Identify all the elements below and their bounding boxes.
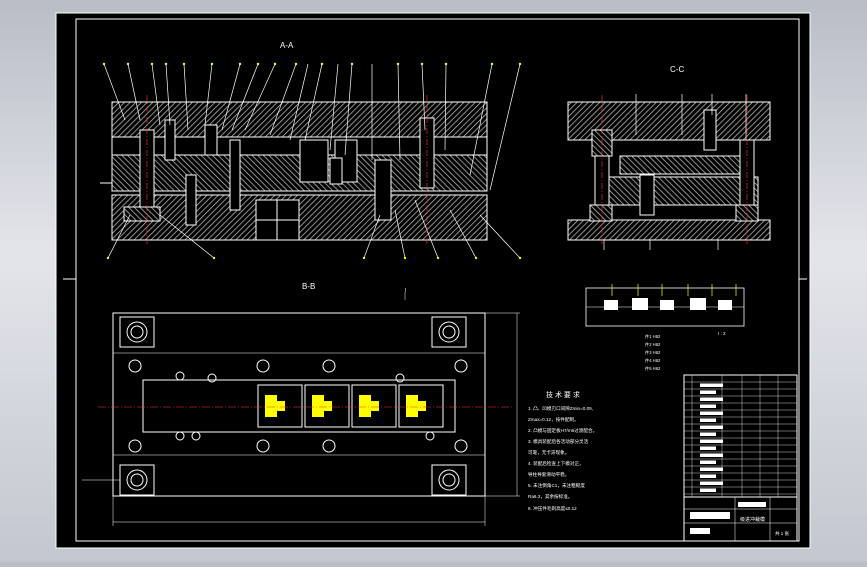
- punch-1: [164, 119, 176, 161]
- bb-strip-channel: [142, 379, 456, 433]
- sheet-count: 共 1 张: [775, 530, 790, 537]
- pin-1: [185, 174, 197, 226]
- parts-list-entry: [700, 446, 716, 450]
- part-label-4: 件4 H62: [645, 357, 661, 364]
- bb-guide-bushes: [119, 316, 467, 496]
- parts-list-entry: [700, 432, 716, 436]
- parts-list-entry: [700, 460, 716, 464]
- tech-line-7: 导柱导套滑动平稳。: [528, 471, 569, 478]
- cavity-1: [299, 139, 329, 183]
- parts-list-entry: [700, 467, 723, 471]
- title-block[interactable]: 级进冲裁模 共 1 张: [683, 496, 798, 542]
- part-label-2: 件2 H62: [645, 341, 661, 348]
- cc-lower-plate: [567, 219, 771, 241]
- parts-list-entries: [700, 383, 723, 492]
- tech-line-1: 1. 凸、凹模刃口间隙Zmin=0.09,: [528, 405, 593, 412]
- cc-base-left: [589, 204, 613, 222]
- parts-list-entry: [700, 439, 723, 443]
- bb-part-shapes: [265, 395, 426, 417]
- title-block-fill: [690, 502, 766, 534]
- parts-list-entry: [700, 425, 723, 429]
- tech-line-3: 2. 凸模与固定板H7/m6过渡配合。: [528, 427, 597, 434]
- tech-requirements: 技 术 要 求 1. 凸、凹模刃口间隙Zmin=0.09, Zmax=0.12，…: [528, 390, 597, 512]
- aa-leaders-bottom: [107, 199, 521, 259]
- cc-stripper: [619, 155, 751, 175]
- parts-list-entry: [700, 383, 723, 387]
- parts-list-entry: [700, 418, 716, 422]
- parts-list-entry: [700, 411, 723, 415]
- part-label-3: 件3 H62: [645, 349, 661, 356]
- drawing-frame: [75, 18, 800, 542]
- section-cc-view[interactable]: C-C: [567, 65, 771, 250]
- bb-station-2: [304, 384, 350, 428]
- tech-line-6: 4. 装配后检查上下模对正，: [528, 460, 584, 467]
- strip-profiles: [604, 298, 732, 310]
- part-label-list: 件1 H62 件2 H62 件3 H62 件4 H62 件5 H62: [645, 333, 661, 372]
- title-block-frame: [683, 496, 798, 542]
- aa-leaders-top: [103, 63, 521, 191]
- cc-centerlines: [601, 95, 748, 245]
- tech-line-5: 可靠，无卡滞现象。: [528, 449, 569, 456]
- cc-die: [607, 176, 759, 206]
- tech-line-2: Zmax=0.12，按件配制。: [528, 416, 579, 423]
- parts-list-entry: [700, 397, 723, 401]
- detail-scale: I : 2: [718, 331, 726, 336]
- section-cc-title: C-C: [670, 65, 684, 74]
- pin-2: [229, 139, 241, 211]
- tech-line-8: 5. 未注倒角C1，未注粗糙度: [528, 482, 585, 489]
- part-label-1: 件1 H62: [645, 333, 661, 340]
- parts-list-entry: [700, 474, 716, 478]
- punch-2: [204, 124, 218, 156]
- bottom-bush: [123, 206, 161, 222]
- cc-leaders: [603, 94, 747, 250]
- aa-balloons: [102, 62, 522, 260]
- parts-list-entry: [700, 390, 716, 394]
- parts-list-table[interactable]: [683, 374, 798, 498]
- section-aa-title: A-A: [280, 41, 294, 50]
- section-bb-title: B-B: [302, 282, 315, 291]
- cc-pin: [703, 109, 717, 151]
- tech-requirements-title: 技 术 要 求: [546, 390, 580, 399]
- bb-station-4: [398, 384, 444, 428]
- tech-line-10: 6. 冲压件毛刺高度≤0.12: [528, 505, 577, 512]
- strip-detail-view[interactable]: I : 2 I 件1 H62 件2 H62 件3 H62 件4 H62 件5 H…: [405, 284, 745, 372]
- drawing-sheet: [55, 12, 811, 549]
- drawing-name: 级进冲裁模: [740, 516, 765, 523]
- cavity-3: [374, 159, 392, 221]
- tech-line-9: Ra6.3，其余按标准。: [528, 493, 572, 500]
- parts-list-entry: [700, 488, 716, 492]
- part-label-5: 件5 H62: [645, 365, 661, 372]
- strip-markers: [611, 284, 737, 296]
- parts-list-entry: [700, 481, 723, 485]
- parts-list-grid: [684, 375, 797, 497]
- parts-list-entry: [700, 404, 716, 408]
- aa-centerlines: [146, 95, 428, 245]
- tech-line-4: 3. 模具装配后各活动部分灵活: [528, 438, 589, 445]
- section-bb-view[interactable]: B-B: [82, 282, 520, 526]
- bb-die-set-outline: [112, 312, 486, 497]
- parts-list-entry: [700, 453, 723, 457]
- bb-station-1: [257, 384, 303, 428]
- bb-screw-holes: [128, 359, 468, 453]
- bb-dimension-lines: [82, 292, 520, 526]
- cc-punch: [639, 174, 655, 216]
- bb-station-3: [351, 384, 397, 428]
- section-aa-view[interactable]: A-A: [100, 41, 522, 260]
- punch-3: [329, 157, 343, 185]
- detail-label: I: [405, 288, 406, 294]
